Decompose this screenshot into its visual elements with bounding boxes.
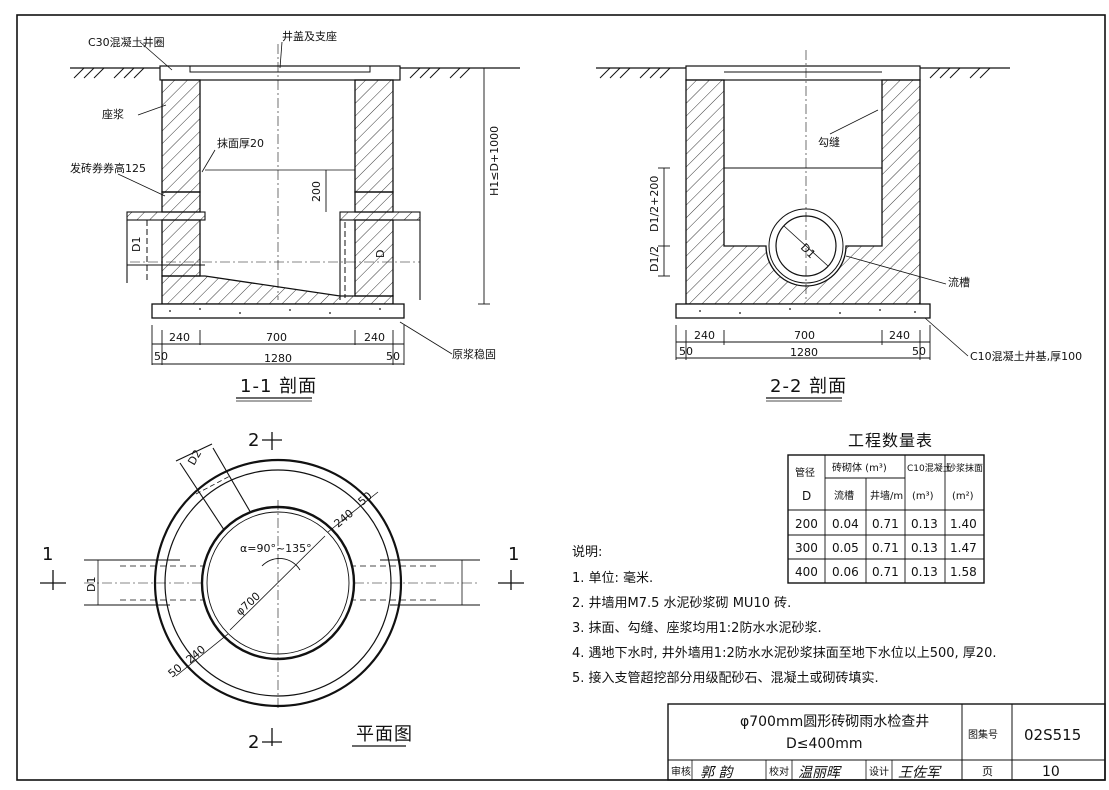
dim-200: 200 xyxy=(310,181,323,202)
label-plan-50-a: 50 xyxy=(356,489,375,508)
note-1: 1. 单位: 毫米. xyxy=(572,570,653,586)
table-row-3-mortar: 1.58 xyxy=(950,565,977,579)
dim-s2-1280: 1280 xyxy=(790,346,818,359)
label-grout-fill: 原浆稳固 xyxy=(452,347,496,361)
design-label: 设计 xyxy=(869,765,889,778)
label-plan-d1: D1 xyxy=(85,577,98,592)
th-c10: C10混凝土 xyxy=(907,462,952,474)
th-brick: 砖砌体 (m³) xyxy=(832,461,887,474)
th-mortar: 砂浆抹面 xyxy=(947,462,983,474)
table-row-2-d: 300 xyxy=(795,541,818,555)
section-1-1: H1≤D+1000 200 D1 D C30混凝土井圈 井盖及支座 座浆 抹面厚… xyxy=(70,29,520,402)
dim-s2-50-left: 50 xyxy=(679,345,693,358)
label-plan-240-b: 240 xyxy=(184,643,208,666)
label-arch: 发砖券券高125 xyxy=(70,161,146,175)
dim-s1-240-right: 240 xyxy=(364,331,385,344)
mark-1-left: 1 xyxy=(42,544,54,565)
mark-1-right: 1 xyxy=(508,544,520,565)
atlas-label: 图集号 xyxy=(968,728,998,741)
review-label: 审核 xyxy=(671,765,691,778)
atlas-number: 02S515 xyxy=(1024,726,1081,744)
label-grout-bed: 座浆 xyxy=(102,107,124,121)
dim-s1-50-left: 50 xyxy=(154,350,168,363)
th-channel: 流槽 xyxy=(834,489,854,502)
mark-2-bottom: 2 xyxy=(248,732,260,753)
label-cover: 井盖及支座 xyxy=(282,29,337,43)
label-c30-ring: C30混凝土井圈 xyxy=(88,35,165,49)
label-d1: D1 xyxy=(130,237,143,252)
dim-h1: H1≤D+1000 xyxy=(488,126,501,196)
page-label: 页 xyxy=(982,765,993,778)
note-2: 2. 井墙用M7.5 水泥砂浆砌 MU10 砖. xyxy=(572,596,791,611)
table-row-2-c10: 0.13 xyxy=(911,541,938,555)
design-signature: 王佐军 xyxy=(898,765,942,781)
quantity-table-title: 工程数量表 xyxy=(848,431,933,450)
note-4: 4. 遇地下水时, 井外墙用1:2防水水泥砂浆抹面至地下水位以上500, 厚20… xyxy=(572,645,996,661)
th-pipe: 管径 xyxy=(795,466,815,479)
quantity-table: 工程数量表 管径 D 砖砌体 (m³) 流槽 井墙/m C10混凝土 (m³) … xyxy=(787,431,985,584)
title-line-2: D≤400mm xyxy=(786,736,863,752)
sheet-border xyxy=(16,14,1106,781)
dim-s1-1280: 1280 xyxy=(264,352,292,365)
title-block: φ700mm圆形砖砌雨水检查井 D≤400mm 图集号 02S515 审核 郭 … xyxy=(667,703,1106,781)
review-signature: 郭 韵 xyxy=(700,765,734,781)
label-plan-50-b: 50 xyxy=(166,661,185,680)
th-c10-unit: (m³) xyxy=(912,491,934,502)
dim-s2-240-left: 240 xyxy=(694,329,715,342)
label-channel: 流槽 xyxy=(948,275,970,289)
table-row-3-wall: 0.71 xyxy=(872,565,899,579)
check-label: 校对 xyxy=(769,765,789,778)
th-mortar-unit: (m²) xyxy=(952,491,974,502)
th-wall: 井墙/m xyxy=(870,489,903,502)
label-plan-240-a: 240 xyxy=(332,507,356,530)
table-row-1-channel: 0.04 xyxy=(832,517,859,531)
dim-s2-700: 700 xyxy=(794,329,815,342)
note-5: 5. 接入支管超挖部分用级配砂石、混凝土或砌砖填实. xyxy=(572,670,879,686)
label-plaster: 抹面厚20 xyxy=(217,137,264,150)
table-row-3-channel: 0.06 xyxy=(832,565,859,579)
check-signature: 温丽晖 xyxy=(798,765,842,781)
dim-d1-half-200: D1/2+200 xyxy=(648,176,661,232)
mark-2-top: 2 xyxy=(248,430,260,451)
table-row-2-channel: 0.05 xyxy=(832,541,859,555)
plan-view: 2 1 1 D1 D2 α=90°~135° xyxy=(40,430,524,753)
table-row-1-d: 200 xyxy=(795,517,818,531)
dim-s1-240-left: 240 xyxy=(169,331,190,344)
table-row-1-c10: 0.13 xyxy=(911,517,938,531)
table-row-1-mortar: 1.40 xyxy=(950,517,977,531)
label-joint: 勾缝 xyxy=(818,135,840,149)
title-section-2-2: 2-2 剖面 xyxy=(770,376,847,397)
dim-s1-50-right: 50 xyxy=(386,350,400,363)
th-pipe-d: D xyxy=(802,489,811,503)
section-2-2: D1 D1/2+200 D1/2 勾缝 流槽 C10混凝土井基,厚100 240… xyxy=(596,50,1082,402)
dim-s1-700: 700 xyxy=(266,331,287,344)
label-plan-d2: D2 xyxy=(185,448,204,468)
notes: 说明: 1. 单位: 毫米. 2. 井墙用M7.5 水泥砂浆砌 MU10 砖. … xyxy=(572,545,996,686)
note-3: 3. 抹面、勾缝、座浆均用1:2防水水泥砂浆. xyxy=(572,620,822,636)
table-row-3-c10: 0.13 xyxy=(911,565,938,579)
notes-heading: 说明: xyxy=(572,545,602,560)
label-d: D xyxy=(374,250,387,258)
title-section-1-1: 1-1 剖面 xyxy=(240,376,317,397)
table-row-1-wall: 0.71 xyxy=(872,517,899,531)
title-line-1: φ700mm圆形砖砌雨水检查井 xyxy=(740,714,929,730)
table-row-2-wall: 0.71 xyxy=(872,541,899,555)
dim-s2-240-right: 240 xyxy=(889,329,910,342)
page-number: 10 xyxy=(1042,764,1060,780)
dim-d1-half: D1/2 xyxy=(648,246,661,272)
table-row-2-mortar: 1.47 xyxy=(950,541,977,555)
dim-s2-50-right: 50 xyxy=(912,345,926,358)
table-row-3-d: 400 xyxy=(795,565,818,579)
title-plan: 平面图 xyxy=(356,724,413,745)
label-base: C10混凝土井基,厚100 xyxy=(970,349,1082,363)
label-plan-angle: α=90°~135° xyxy=(240,542,312,555)
